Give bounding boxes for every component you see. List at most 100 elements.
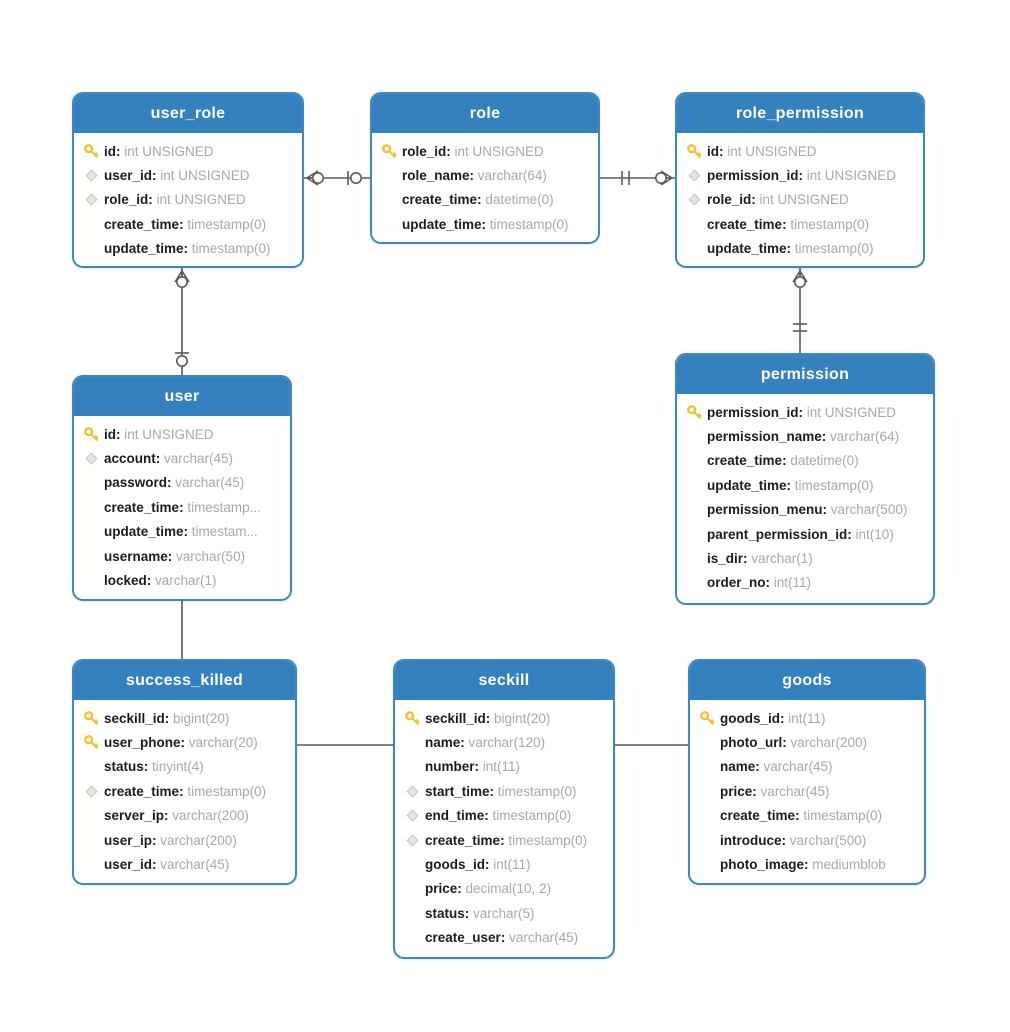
attribute-row[interactable]: update_time: timestamp(0) [80,237,296,261]
attribute-label: goods_id: int(11) [425,857,531,873]
attribute-type: varchar(64) [830,429,900,445]
foreign-key-icon [80,192,102,208]
attribute-row[interactable]: user_ip: varchar(200) [80,828,289,852]
attribute-row[interactable]: permission_id: int UNSIGNED [683,163,917,187]
attribute-row[interactable]: goods_id: int(11) [696,706,918,730]
attribute-label: name: varchar(45) [720,759,833,775]
attribute-label: seckill_id: bigint(20) [104,710,230,726]
attribute-row[interactable]: username: varchar(50) [80,544,284,568]
attribute-name: photo_url [720,735,783,751]
attribute-row[interactable]: create_time: timestamp(0) [683,212,917,236]
attribute-row[interactable]: user_phone: varchar(20) [80,730,289,754]
attribute-type: timestamp(0) [794,477,874,493]
attribute-type: mediumblob [812,857,886,873]
attribute-row[interactable]: status: varchar(5) [401,901,607,925]
attribute-row[interactable]: order_no: int(11) [683,571,927,595]
attribute-row[interactable]: create_time: timestamp(0) [401,828,607,852]
attribute-row[interactable]: seckill_id: bigint(20) [401,706,607,730]
attribute-name: create_user [425,930,501,946]
foreign-key-icon [401,783,423,799]
attribute-row[interactable]: goods_id: int(11) [401,852,607,876]
attribute-row[interactable]: id: int UNSIGNED [80,422,284,446]
attribute-row[interactable]: parent_permission_id: int(10) [683,522,927,546]
attribute-row[interactable]: update_time: timestamp(0) [378,212,592,236]
attribute-row[interactable]: create_time: datetime(0) [683,449,927,473]
attribute-label: permission_menu: varchar(500) [707,502,908,518]
relationship-rel-user_role-role[interactable] [304,170,370,186]
attribute-type: varchar(5) [473,905,535,921]
attribute-row[interactable]: role_id: int UNSIGNED [378,139,592,163]
attribute-icon-none [401,905,423,921]
attribute-row[interactable]: id: int UNSIGNED [683,139,917,163]
attribute-name: permission_name [707,429,822,445]
relationship-rel-role_permission-permission[interactable] [792,268,808,353]
attribute-row[interactable]: server_ip: varchar(200) [80,804,289,828]
attribute-row[interactable]: user_id: varchar(45) [80,852,289,876]
attribute-row[interactable]: locked: varchar(1) [80,568,284,592]
attribute-row[interactable]: permission_menu: varchar(500) [683,498,927,522]
attribute-label: update_time: timestamp(0) [707,241,874,257]
attribute-row[interactable]: name: varchar(120) [401,730,607,754]
attribute-icon-none [683,429,705,445]
attribute-type: varchar(64) [477,168,547,184]
attribute-row[interactable]: create_time: timestamp(0) [80,779,289,803]
attribute-row[interactable]: create_time: timestamp(0) [80,212,296,236]
attribute-row[interactable]: role_id: int UNSIGNED [683,188,917,212]
relationship-rel-role-role_permission[interactable] [600,170,675,186]
attribute-row[interactable]: price: varchar(45) [696,779,918,803]
attribute-type: decimal(10, 2) [465,881,552,897]
attribute-row[interactable]: seckill_id: bigint(20) [80,706,289,730]
attribute-row[interactable]: photo_url: varchar(200) [696,730,918,754]
attribute-name: create_time [104,499,180,515]
attribute-row[interactable]: update_time: timestam... [80,520,284,544]
attribute-row[interactable]: name: varchar(45) [696,755,918,779]
attribute-row[interactable]: role_name: varchar(64) [378,163,592,187]
attribute-row[interactable]: status: tinyint(4) [80,755,289,779]
attribute-row[interactable]: create_time: datetime(0) [378,188,592,212]
attribute-row[interactable]: start_time: timestamp(0) [401,779,607,803]
attribute-type: datetime(0) [485,192,554,208]
attribute-type: varchar(120) [468,735,546,751]
attribute-icon-none [401,930,423,946]
attribute-row[interactable]: is_dir: varchar(1) [683,546,927,570]
attribute-row[interactable]: create_time: timestamp(0) [696,804,918,828]
attribute-row[interactable]: number: int(11) [401,755,607,779]
attribute-row[interactable]: user_id: int UNSIGNED [80,163,296,187]
attribute-row[interactable]: permission_name: varchar(64) [683,424,927,448]
attribute-row[interactable]: permission_id: int UNSIGNED [683,400,927,424]
attribute-row[interactable]: id: int UNSIGNED [80,139,296,163]
attribute-row[interactable]: account: varchar(45) [80,446,284,470]
foreign-key-icon [683,168,705,184]
attribute-type: int UNSIGNED [806,168,897,184]
attribute-row[interactable]: price: decimal(10, 2) [401,877,607,901]
attribute-type: timestamp(0) [790,216,870,232]
attribute-row[interactable]: create_time: timestamp... [80,495,284,519]
attribute-row[interactable]: role_id: int UNSIGNED [80,188,296,212]
attribute-row[interactable]: update_time: timestamp(0) [683,237,917,261]
attribute-label: user_id: int UNSIGNED [104,168,250,184]
attribute-row[interactable]: password: varchar(45) [80,471,284,495]
attribute-type: int(11) [482,759,521,775]
attribute-row[interactable]: create_user: varchar(45) [401,926,607,950]
attribute-name: create_time [104,216,180,232]
attribute-row[interactable]: photo_image: mediumblob [696,852,918,876]
attribute-icon-none [401,759,423,775]
attribute-row[interactable]: introduce: varchar(500) [696,828,918,852]
attribute-label: status: varchar(5) [425,905,535,921]
attribute-type: varchar(200) [160,832,237,848]
attribute-row[interactable]: end_time: timestamp(0) [401,804,607,828]
attribute-row[interactable]: update_time: timestamp(0) [683,473,927,497]
relationship-rel-user_role-user[interactable] [174,268,190,375]
attribute-label: create_time: timestamp(0) [720,808,883,824]
entity-title-user: user [74,377,290,416]
attribute-type: varchar(500) [789,832,867,848]
attribute-icon-none [80,573,102,589]
